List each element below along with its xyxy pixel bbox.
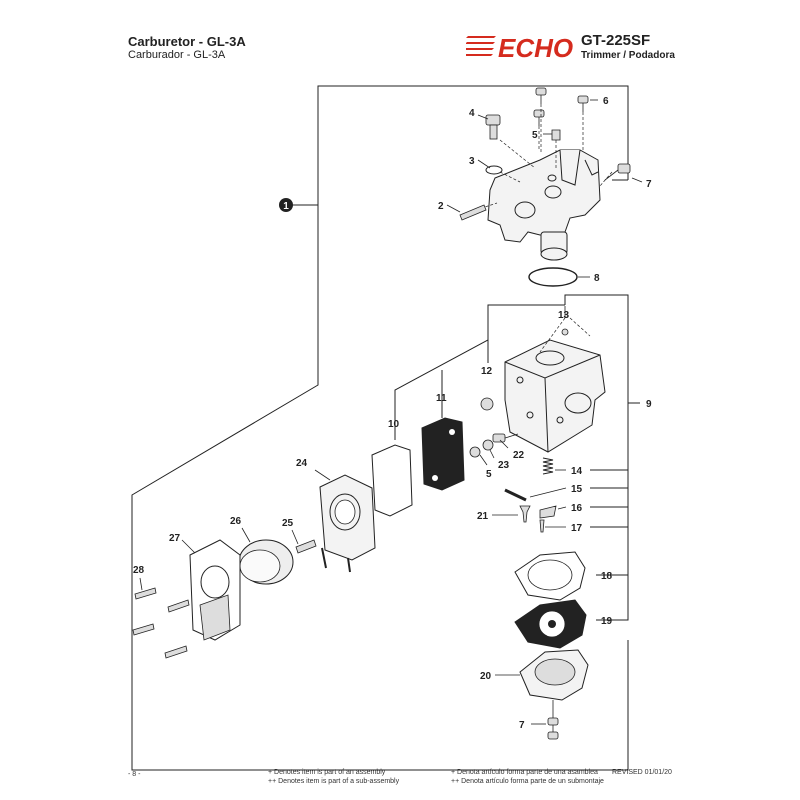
- needle-17: [539, 519, 545, 533]
- gasket-18: [514, 551, 586, 601]
- primer-bulb-26: [238, 539, 294, 585]
- callout-22: 22: [513, 450, 525, 461]
- model-number: GT-225SF: [581, 32, 651, 49]
- e-clip: [485, 165, 503, 175]
- assembly-marker-label: 1: [283, 201, 289, 212]
- callout-13: 13: [558, 310, 570, 321]
- callout-21: 21: [477, 511, 489, 522]
- callout-2: 2: [438, 201, 444, 212]
- callout-7-upper: 7: [646, 179, 652, 190]
- callout-28: 28: [133, 565, 145, 576]
- filter-12: [480, 397, 494, 411]
- screws-28: [132, 587, 190, 659]
- callout-19: 19: [601, 616, 613, 627]
- callout-4: 4: [469, 108, 475, 119]
- callout-8: 8: [594, 273, 600, 284]
- callout-3: 3: [469, 156, 475, 167]
- plug-23: [482, 439, 494, 451]
- callout-10: 10: [388, 419, 400, 430]
- pin-15: [504, 488, 527, 502]
- callout-7-lower: 7: [519, 720, 525, 731]
- echo-logo: ECHO: [466, 33, 573, 62]
- carburetor-lower-body: [504, 339, 606, 453]
- ball-13: [561, 328, 569, 336]
- callout-17: 17: [571, 523, 583, 534]
- screws-6: [533, 87, 589, 126]
- callout-24: 24: [296, 458, 308, 469]
- diaphragm-11: [421, 417, 465, 491]
- screw-2: [459, 204, 487, 221]
- footnote-en-1: + Denotes item is part of an assembly: [268, 769, 386, 776]
- callout-27: 27: [169, 533, 181, 544]
- callout-12: 12: [481, 366, 493, 377]
- page-subtitle: Carburador - GL-3A: [128, 49, 226, 61]
- callout-25: 25: [282, 518, 294, 529]
- footnote-en-2: ++ Denotes item is part of a sub-assembl…: [268, 778, 400, 785]
- assembly-marker: [279, 198, 293, 212]
- idle-screw: [485, 114, 501, 140]
- callout-15: 15: [571, 484, 583, 495]
- footnote-es-2: ++ Denota artículo forma parte de un sub…: [451, 778, 604, 785]
- callout-labels: 2 3 4 5 5 6 7 7 8 9 10 11 12 13 14 15 16…: [133, 96, 652, 731]
- sub-assembly-bracket: [394, 294, 640, 621]
- gasket-10: [371, 444, 413, 517]
- callout-6: 6: [603, 96, 609, 107]
- needle-22: [492, 433, 519, 443]
- callout-9: 9: [646, 399, 652, 410]
- callout-26: 26: [230, 516, 242, 527]
- page-number: - 8 -: [128, 771, 141, 778]
- footnote-es-1: + Denota artículo forma parte de una asa…: [451, 769, 598, 776]
- page-title: Carburetor - GL-3A: [128, 34, 246, 49]
- plug-upper: [551, 129, 561, 141]
- model-description: Trimmer / Podadora: [581, 50, 675, 61]
- callout-16: 16: [571, 503, 583, 514]
- callout-5-upper: 5: [532, 130, 538, 141]
- callout-5-lower: 5: [486, 469, 492, 480]
- brand-text: ECHO: [498, 33, 573, 62]
- plug-5: [469, 446, 481, 458]
- lever-16: [539, 505, 557, 519]
- assembly-bracket: [131, 85, 629, 771]
- callout-18: 18: [601, 571, 613, 582]
- o-ring: [528, 267, 578, 287]
- fitting-25: [295, 539, 317, 554]
- revision-date: REVISED 01/01/20: [612, 769, 672, 776]
- spring-14: [542, 457, 554, 475]
- callout-23: 23: [498, 460, 510, 471]
- carburetor-upper-body: [487, 149, 601, 261]
- screw-7-top: [604, 163, 631, 181]
- screws-7-bottom: [547, 700, 559, 740]
- screw-21: [519, 505, 531, 523]
- callout-14: 14: [571, 466, 583, 477]
- callout-11: 11: [436, 393, 447, 404]
- callout-20: 20: [480, 671, 492, 682]
